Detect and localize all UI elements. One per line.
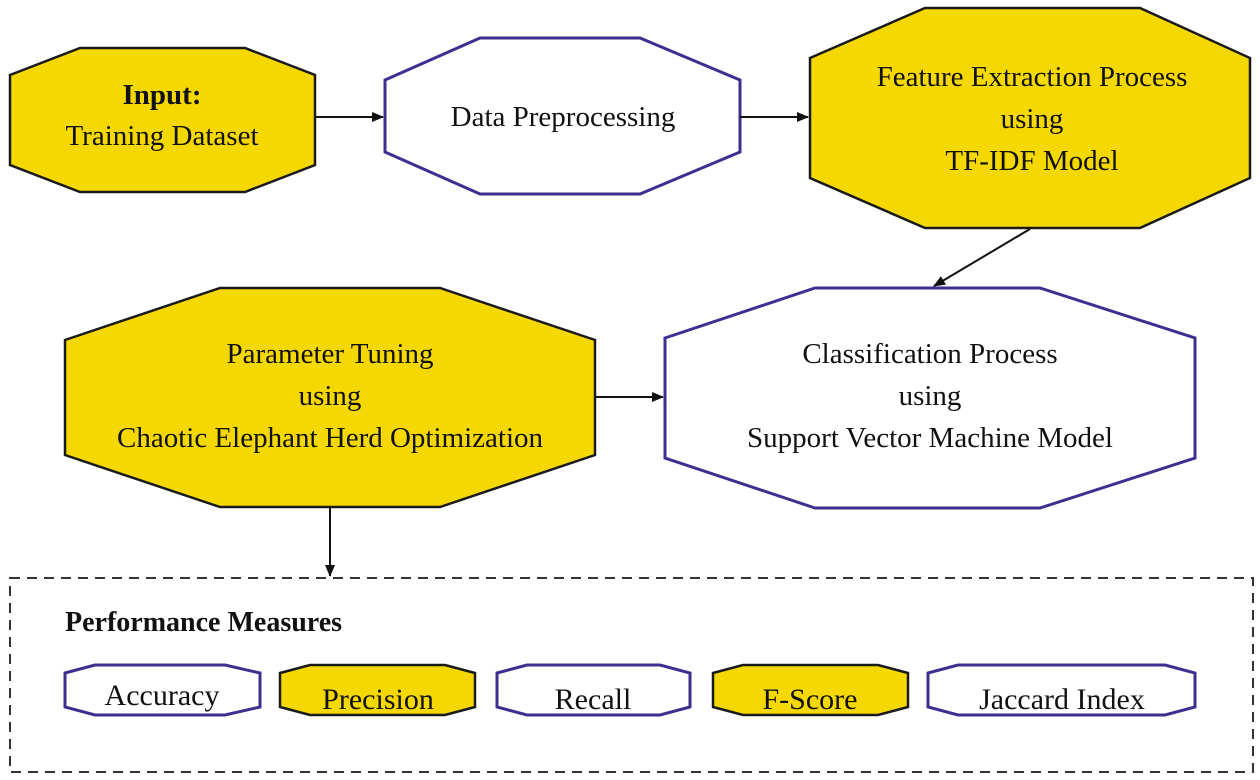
feature-node-line1: Feature Extraction Process xyxy=(877,61,1188,93)
measure-jaccard-shape xyxy=(926,663,1197,717)
preprocess-node-shape xyxy=(383,36,742,196)
preprocess-node: Data Preprocessing xyxy=(383,36,742,196)
tuning-node-line1: Parameter Tuning xyxy=(226,338,433,370)
measure-accuracy-label: Accuracy xyxy=(105,679,220,712)
measure-precision: Precision xyxy=(278,663,477,717)
preprocess-node-label: Data Preprocessing xyxy=(451,101,676,133)
classification-node: Classification Process using Support Vec… xyxy=(663,286,1197,510)
measure-jaccard: Jaccard Index xyxy=(926,663,1197,717)
tuning-node-shape xyxy=(63,286,597,509)
feature-node-line2: using xyxy=(1001,103,1064,135)
tuning-node: Parameter Tuning using Chaotic Elephant … xyxy=(63,286,597,509)
tuning-node-line3: Chaotic Elephant Herd Optimization xyxy=(117,422,544,454)
measure-fscore-shape xyxy=(711,663,910,717)
measure-fscore: F-Score xyxy=(711,663,910,717)
measure-precision-label: Precision xyxy=(322,683,434,716)
input-node-shape xyxy=(8,46,317,194)
input-node-label: Training Dataset xyxy=(65,120,258,152)
measure-recall-shape xyxy=(495,663,692,717)
classification-node-line2: using xyxy=(899,380,962,412)
input-node: Input: Training Dataset xyxy=(8,46,317,194)
measure-fscore-label: F-Score xyxy=(763,683,858,716)
arrow-feature-to-classification xyxy=(933,228,1031,287)
feature-node: Feature Extraction Process using TF-IDF … xyxy=(808,6,1252,230)
feature-node-shape xyxy=(808,6,1252,230)
measure-accuracy: Accuracy xyxy=(63,663,262,717)
input-node-title: Input: xyxy=(123,79,202,111)
tuning-node-line2: using xyxy=(299,380,362,412)
feature-node-line3: TF-IDF Model xyxy=(945,145,1118,177)
measure-recall: Recall xyxy=(495,663,692,717)
measure-precision-shape xyxy=(278,663,477,717)
measure-accuracy-shape xyxy=(63,663,262,717)
performance-title: Performance Measures xyxy=(65,607,342,638)
classification-node-shape xyxy=(663,286,1197,510)
measure-jaccard-label: Jaccard Index xyxy=(979,683,1145,716)
classification-node-line1: Classification Process xyxy=(802,338,1057,370)
measure-recall-label: Recall xyxy=(555,683,632,716)
classification-node-line3: Support Vector Machine Model xyxy=(747,422,1113,454)
performance-panel: Performance Measures Accuracy Precision … xyxy=(9,577,1254,773)
